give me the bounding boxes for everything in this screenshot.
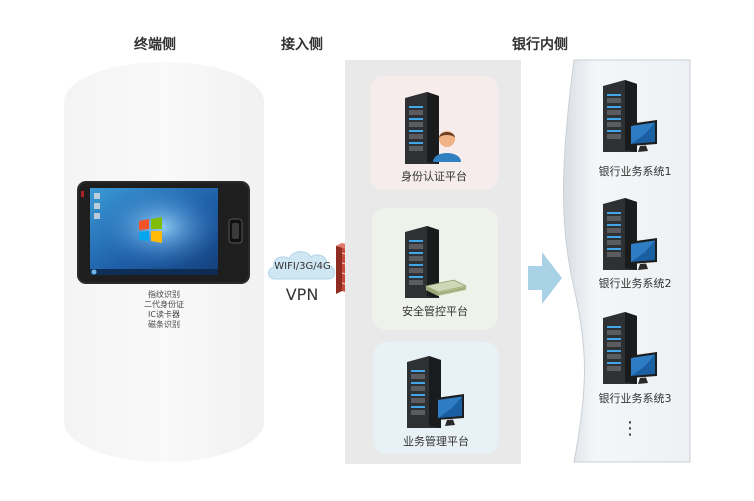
platform-label-business: 业务管理平台	[403, 435, 469, 448]
monitor-icon	[627, 352, 661, 386]
feature-ic-reader: IC读卡器	[148, 310, 180, 319]
server-icon	[397, 226, 467, 298]
user-icon	[429, 126, 465, 162]
feature-id-card: 二代身份证	[144, 300, 184, 309]
feature-fingerprint: 指纹识别	[148, 290, 180, 299]
more-ellipsis: ⋮	[621, 418, 639, 439]
system-label-3: 银行业务系统3	[598, 392, 672, 405]
header-bank: 银行内侧	[512, 37, 568, 53]
money-icon	[424, 276, 468, 298]
system-label-2: 银行业务系统2	[598, 277, 672, 290]
tablet-device	[77, 181, 250, 284]
monitor-icon	[627, 238, 661, 272]
flow-arrow	[528, 252, 562, 304]
platform-label-security: 安全管控平台	[402, 305, 468, 318]
server-icon	[397, 92, 467, 164]
cloud-icon	[265, 248, 340, 282]
vpn-label: VPN	[285, 285, 319, 304]
system-label-1: 银行业务系统1	[598, 165, 672, 178]
feature-magstripe: 磁条识别	[148, 320, 180, 329]
header-access: 接入侧	[281, 37, 323, 53]
monitor-icon	[627, 120, 661, 154]
monitor-icon	[434, 394, 468, 428]
network-label: WIFI/3G/4G	[274, 261, 331, 272]
platform-label-identity: 身份认证平台	[401, 170, 467, 183]
header-terminal: 终端侧	[134, 37, 176, 53]
